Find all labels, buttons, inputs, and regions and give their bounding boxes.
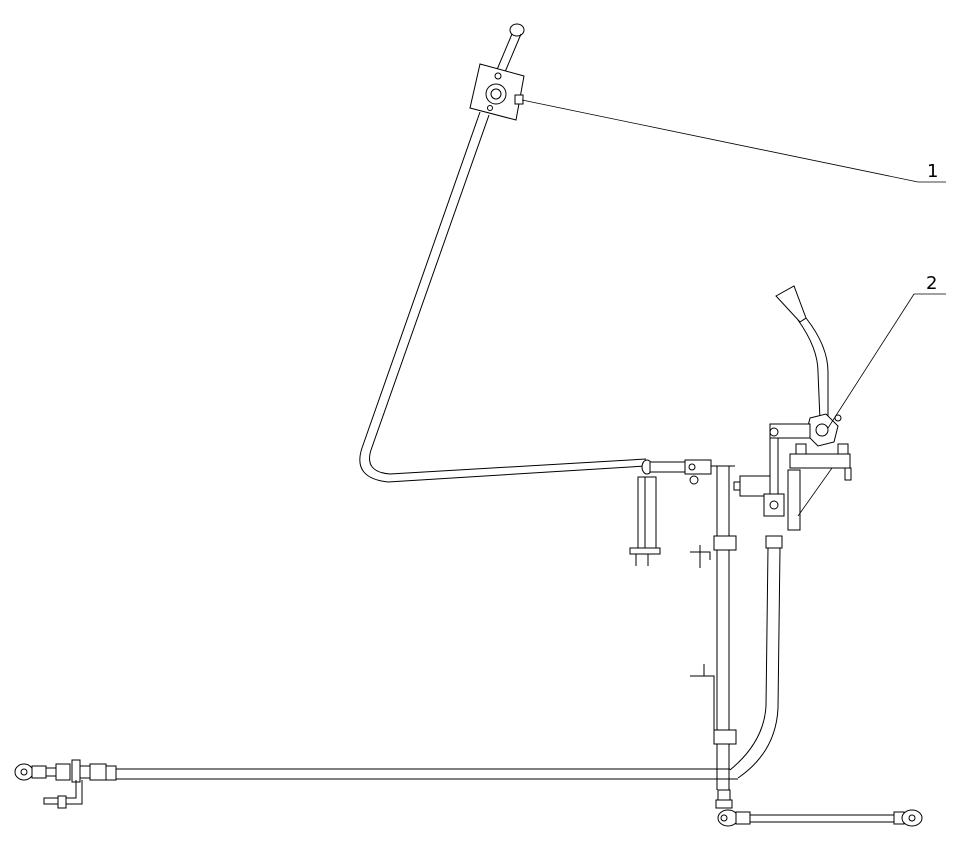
bottom-right-linkage bbox=[715, 789, 923, 827]
left-end-fitting bbox=[14, 759, 117, 809]
callout-2: 2 bbox=[827, 273, 946, 429]
vertical-rod bbox=[690, 465, 737, 790]
diagonal-tube bbox=[359, 111, 653, 483]
support-bracket bbox=[637, 476, 657, 550]
upper-lever-assembly bbox=[469, 23, 525, 121]
upper-lever-knob bbox=[509, 23, 525, 37]
shift-lever-grip bbox=[775, 285, 807, 323]
shift-lever-assembly bbox=[733, 285, 852, 549]
callout-1-label: 1 bbox=[927, 161, 938, 182]
clevis-link bbox=[649, 461, 687, 473]
callout-2-label: 2 bbox=[926, 273, 937, 294]
horizontal-tube bbox=[116, 768, 738, 780]
mid-joint-assembly bbox=[629, 459, 712, 566]
rod-clamp-lower bbox=[713, 729, 737, 745]
callout-1: 1 bbox=[521, 99, 946, 183]
return-tube bbox=[729, 547, 781, 779]
shift-housing-plate bbox=[789, 453, 851, 469]
rod-clamp-upper bbox=[713, 535, 737, 551]
